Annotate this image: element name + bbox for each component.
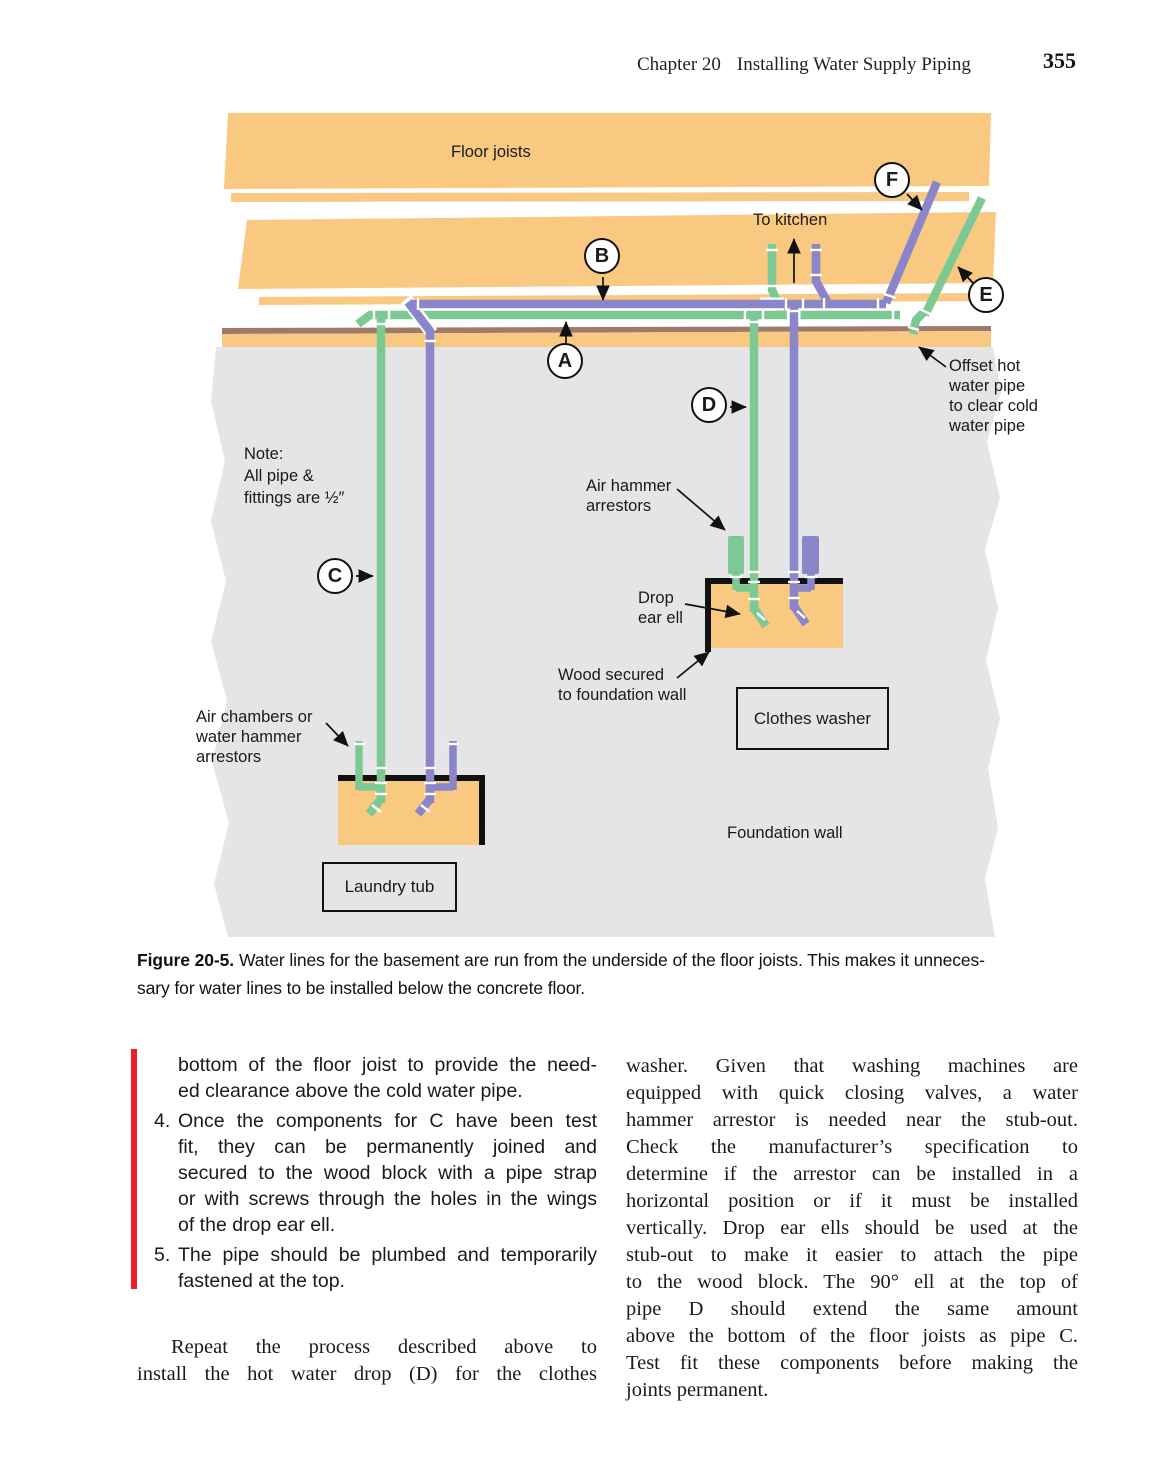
left-column-paragraph: Repeat the process described above to in…	[137, 1336, 597, 1385]
floor-joist-boards	[224, 113, 996, 305]
washer-wood-block	[705, 578, 843, 652]
callout-f: F	[874, 162, 910, 198]
clothes-washer-label: Clothes washer	[753, 708, 872, 728]
chapter-label: Chapter 20	[637, 54, 721, 75]
figure-caption-line-1: Figure 20-5.Water lines for the basement…	[137, 950, 985, 970]
callout-c: C	[317, 558, 353, 594]
washer-hot-arrestor	[802, 536, 819, 574]
callout-b: B	[584, 238, 620, 274]
foundation-wall-label: Foundation wall	[727, 824, 843, 842]
page-number: 355	[1043, 48, 1076, 73]
pipe-joint-marks	[354, 248, 933, 813]
laundry-tub-label: Laundry tub	[344, 877, 435, 896]
chapter-title: Installing Water Supply Piping	[736, 54, 971, 75]
figure-caption-number: Figure 20-5.	[137, 950, 235, 970]
left-column-list: bottom of the floor joist to provide the…	[137, 1052, 597, 1294]
pipe-size-note: Note: All pipe & fittings are ½″	[244, 445, 345, 507]
air-chambers-label: Air chambers or water hammer arrestors	[196, 708, 313, 766]
to-kitchen-label: To kitchen	[753, 211, 828, 229]
foundation-wall-shape	[211, 347, 1001, 937]
right-column-paragraph: washer. Given that washing machines are …	[626, 1055, 1078, 1401]
callout-d: D	[691, 387, 727, 423]
offset-hot-water-label: Offset hot water pipe to clear cold wate…	[949, 357, 1038, 435]
running-header: Chapter 20 Installing Water Supply Piping	[637, 54, 971, 76]
clothes-washer-box: Clothes washer	[736, 687, 889, 750]
washer-cold-arrestor	[728, 536, 744, 574]
sill-plate	[222, 326, 991, 347]
callout-e: E	[968, 277, 1004, 313]
wood-secured-label: Wood secured to foundation wall	[558, 666, 687, 704]
list-item-4-number: 4.	[154, 1110, 171, 1132]
highlight-bar	[131, 1049, 137, 1289]
drop-ear-ell-label: Drop ear ell	[638, 589, 683, 627]
callout-a: A	[547, 343, 583, 379]
list-item-4: 4. Once the components for C have been t…	[154, 1110, 597, 1236]
list-item-5: 5. The pipe should be plumbed and tempor…	[154, 1244, 597, 1292]
figure-caption-line-2: sary for water lines to be installed bel…	[137, 978, 586, 998]
floor-joists-label: Floor joists	[451, 143, 531, 161]
laundry-tub-box: Laundry tub	[322, 862, 457, 912]
air-hammer-arrestors-label: Air hammer arrestors	[586, 477, 672, 515]
cold-water-piping	[355, 196, 986, 817]
leader-arrows	[325, 193, 974, 747]
list-item-5-number: 5.	[154, 1244, 171, 1266]
list-item-3-continuation: bottom of the floor joist to provide the…	[178, 1054, 597, 1102]
